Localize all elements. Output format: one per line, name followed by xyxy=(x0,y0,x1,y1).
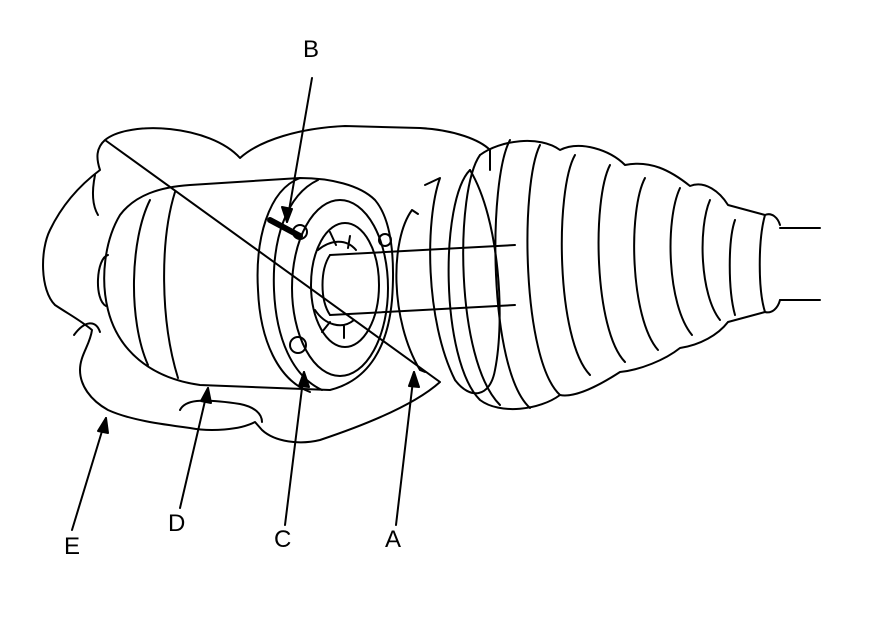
leader-d xyxy=(179,387,209,509)
joint-body-shading-1 xyxy=(133,199,151,366)
ball-bearing-1 xyxy=(289,336,307,354)
arrowhead-b xyxy=(281,206,293,223)
axle-shaft xyxy=(329,244,516,316)
leader-lines xyxy=(71,77,420,531)
boot-convolution-8 xyxy=(669,187,693,336)
boot-convolution-4 xyxy=(526,144,561,396)
axle-shaft-right-end xyxy=(758,214,766,313)
inner-cage-ring xyxy=(291,199,389,377)
callout-a: A xyxy=(385,526,402,553)
knuckle-lower-slot xyxy=(179,399,263,423)
axle-shaft-end xyxy=(321,254,331,316)
leader-c xyxy=(284,371,305,526)
leader-b xyxy=(286,77,313,223)
boot-convolution-2 xyxy=(462,154,501,406)
leader-e xyxy=(71,417,107,531)
callout-b: B xyxy=(303,36,320,63)
callout-d: D xyxy=(168,510,186,537)
knuckle-inner-notch xyxy=(92,174,99,216)
boot-band xyxy=(424,169,501,395)
inner-race-ring xyxy=(310,222,380,348)
inner-race-splines xyxy=(314,231,357,339)
arrowhead-d xyxy=(200,387,212,404)
boot-convolution-1 xyxy=(447,169,561,411)
axle-shaft-right xyxy=(779,227,821,301)
alignment-mark xyxy=(267,217,303,239)
callout-c: C xyxy=(274,526,292,553)
joint-stub-shaft xyxy=(96,254,109,307)
joint-body-face-ring-2 xyxy=(272,179,323,391)
joint-body-shading-2 xyxy=(163,191,179,379)
boot-convolution-3 xyxy=(494,139,531,409)
arrowhead-a xyxy=(408,371,420,388)
boot-convolution-6 xyxy=(597,164,626,363)
circlip xyxy=(395,209,426,373)
knuckle-housing-outline xyxy=(42,125,491,444)
boot-outline xyxy=(479,139,781,397)
joint-body-outline xyxy=(103,177,394,391)
ball-bearing-3 xyxy=(378,233,392,247)
boot-small-end xyxy=(728,219,736,316)
callout-e: E xyxy=(64,533,81,560)
boot-convolution-5 xyxy=(560,154,591,376)
leader-a xyxy=(395,371,415,526)
boot-convolution-7 xyxy=(633,177,659,351)
arrowhead-c xyxy=(298,371,310,388)
knuckle-mount-arc xyxy=(73,322,101,336)
boot-convolution-9 xyxy=(701,199,721,321)
joint-body-face-ring-1 xyxy=(256,177,311,393)
arrowhead-e xyxy=(97,417,109,434)
